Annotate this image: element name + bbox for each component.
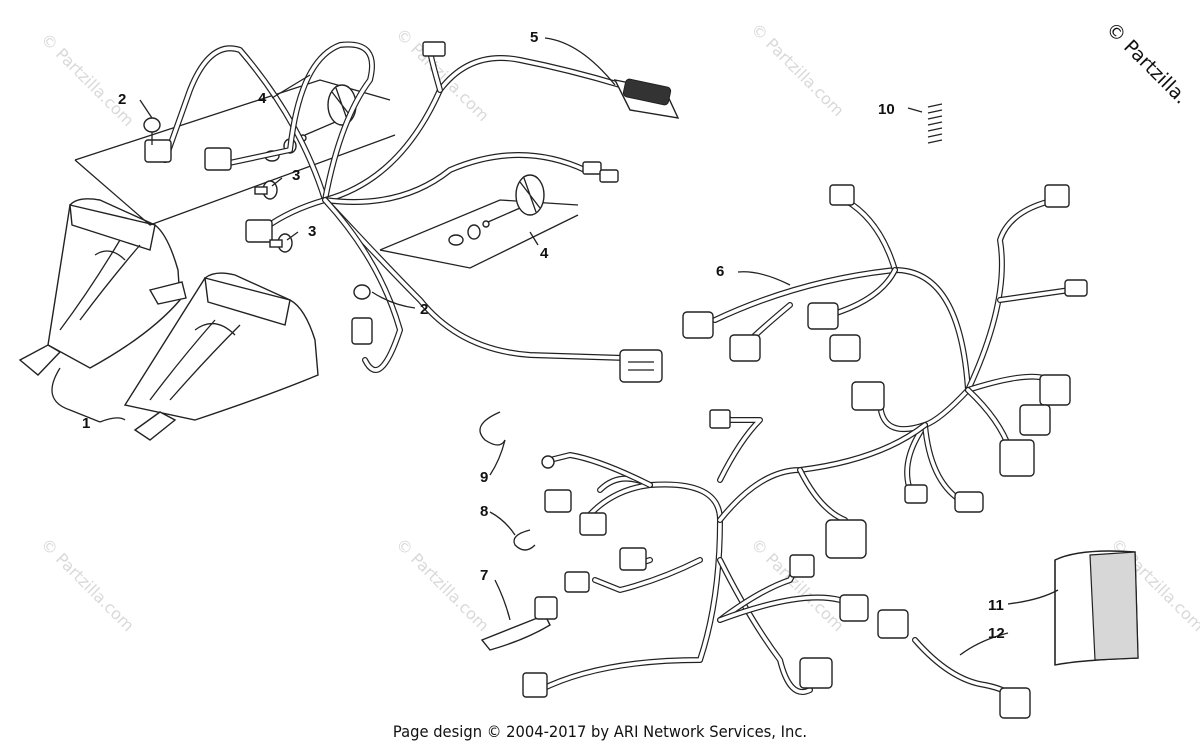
callout-9: 9 [480,469,488,486]
watermark: © Partzilla.com [747,19,848,120]
bulb-lower [269,233,293,253]
adapter-harness-12 [877,609,1031,719]
watermark: © Partzilla.com [392,534,493,635]
headlight-assembly-left [18,198,187,376]
callout-5: 5 [530,29,538,46]
bulb-socket-lower [353,284,371,300]
callout-11: 11 [988,597,1004,614]
callout-12: 12 [988,625,1005,642]
clip-9 [479,411,506,446]
watermark: © Partzilla.com [37,29,138,130]
callout-leader-1 [51,367,126,423]
callout-2-lower: 2 [420,301,428,318]
clip-8 [513,529,536,551]
callout-2-upper: 2 [118,91,126,108]
spring-10 [927,103,943,144]
sensor-lead [480,596,558,651]
callout-4-upper: 4 [258,90,267,107]
headlight-assembly-right [123,272,319,441]
callout-10: 10 [878,101,895,118]
callout-labels: 1 2 2 3 3 4 4 5 6 7 8 9 10 11 12 [82,29,1005,642]
watermark: © Partzilla.com [392,24,493,125]
callout-4-lower: 4 [540,245,549,262]
callout-6: 6 [716,263,724,280]
callout-3-upper: 3 [292,167,300,184]
bulb-upper [254,180,278,200]
brand-logo-text: © Partzilla. [1101,18,1192,109]
watermark: © Partzilla.com [37,534,138,635]
callout-1: 1 [82,415,90,432]
main-harness-upper [682,184,1088,513]
main-harness-lower [522,409,928,698]
headlight-harness [144,41,680,383]
callout-leaders [139,37,1059,656]
callout-7: 7 [480,567,488,584]
footer-copyright: Page design © 2004-2017 by ARI Network S… [392,722,808,741]
adjuster-kit-box-lower [379,174,579,269]
callout-3-lower: 3 [308,223,316,240]
sleeve-11 [1054,550,1139,666]
callout-8: 8 [480,503,488,520]
